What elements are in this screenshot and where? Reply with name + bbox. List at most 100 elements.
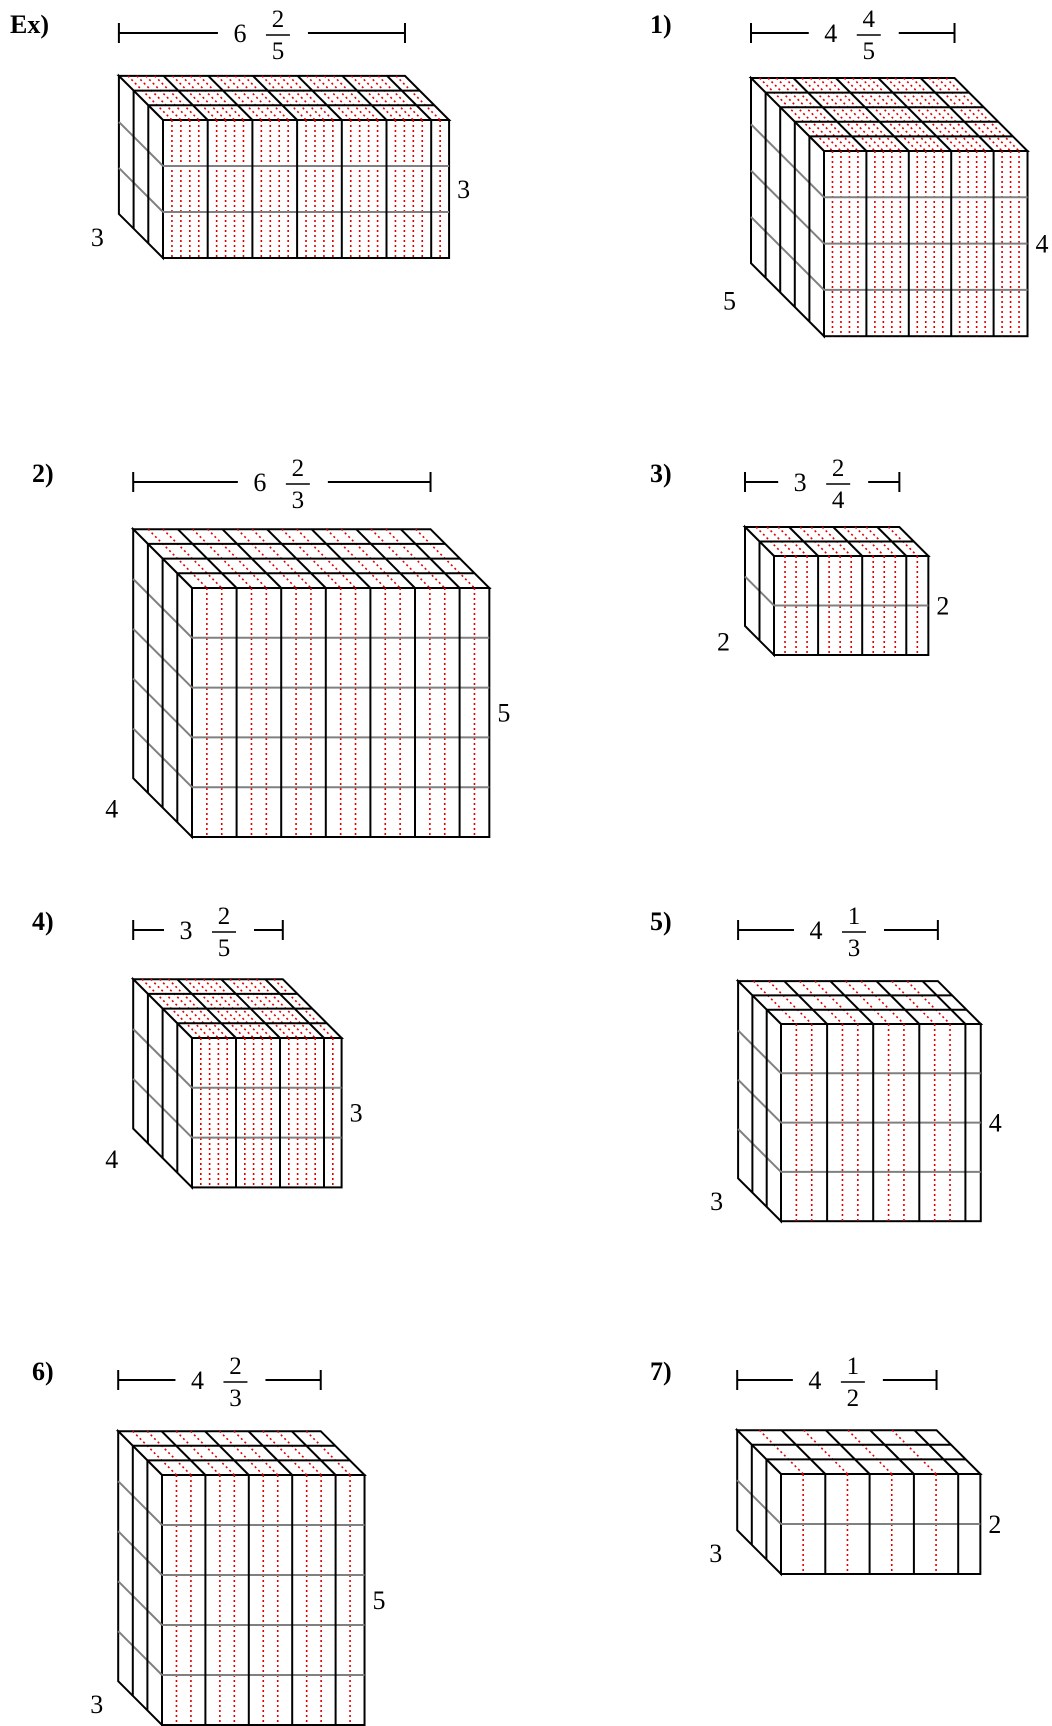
layer-line [117,1480,163,1526]
length-denominator: 3 [229,1385,242,1412]
fraction-guide [198,75,245,121]
fraction-guide [843,77,918,152]
fraction-guide [903,77,978,152]
length-denominator: 3 [848,935,861,962]
unit-line [247,1430,293,1476]
fraction-guide [145,75,191,121]
height-label: 2 [988,1510,1001,1539]
depth-label: 3 [709,1539,722,1568]
height-label: 5 [373,1586,386,1615]
depth-label: 5 [723,287,736,316]
fraction-guide [136,75,182,121]
unit-line [162,75,209,121]
depth-label: 3 [710,1187,723,1216]
layer-line [750,169,825,245]
rectangular-prism [130,976,345,1190]
fraction-guide [146,1430,192,1476]
fraction-guide [768,980,813,1025]
fraction-guide [261,75,307,121]
fraction-guide [368,75,414,121]
fraction-guide [270,75,316,121]
depth-label: 2 [717,628,730,657]
fraction-guide [276,1430,322,1476]
rectangular-prism [742,524,931,658]
fraction-guide [127,75,173,121]
unit-line [869,1429,915,1475]
length-denominator: 3 [292,487,305,514]
fraction-guide [869,77,944,152]
fraction-guide [809,77,884,152]
fraction-guide [911,77,986,152]
fraction-guide [377,75,423,121]
length-denominator: 2 [847,1385,860,1412]
layer-line [117,1580,163,1626]
length-denominator: 5 [272,38,285,65]
rectangular-prism [116,73,452,261]
fraction-guide [305,1430,351,1476]
layer-line [736,1479,782,1525]
fraction-guide [350,75,397,121]
fraction-guide [801,77,876,152]
rectangular-prism [734,1427,983,1577]
length-numerator: 4 [863,6,876,33]
fraction-guide [767,77,842,152]
fraction-guide [758,77,834,152]
fraction-guide [906,980,951,1025]
fraction-guide [891,980,936,1025]
unit-line [921,980,967,1025]
unit-line [829,980,874,1025]
height-label: 3 [350,1099,363,1128]
problem-label: 2) [32,459,54,488]
unit-line [386,75,432,121]
unit-line [825,1429,871,1475]
unit-line [919,77,995,152]
fraction-guide [233,1430,279,1476]
fraction-guide [860,77,935,152]
unit-line [252,75,298,121]
layer-line [117,1530,163,1576]
length-numerator: 2 [218,903,231,930]
problem-label: 6) [32,1357,54,1386]
length-denominator: 4 [832,487,845,514]
fraction-guide [359,75,405,121]
length-numerator: 2 [229,1353,242,1380]
fraction-guide [818,77,893,152]
fraction-guide [775,77,851,152]
fraction-guide [752,980,797,1025]
fraction-guide [847,1429,893,1475]
problem-label: 5) [650,907,672,936]
layer-line [750,216,825,291]
length-whole: 6 [233,19,246,48]
layer-line [737,1029,782,1075]
length-numerator: 1 [848,903,861,930]
fraction-guide [799,980,844,1025]
unit-line [783,980,828,1025]
unit-line [207,75,254,121]
fraction-guide [886,77,961,152]
depth-label: 4 [105,1145,118,1174]
fraction-guide [288,75,334,121]
fraction-guide [332,75,379,121]
unit-line [875,980,921,1025]
fraction-guide [945,77,1020,152]
fraction-guide [814,980,859,1025]
layer-line [117,1630,163,1676]
length-denominator: 5 [218,935,231,962]
problem-label: 7) [650,1357,672,1386]
problem-label: 3) [650,459,672,488]
fraction-guide [936,77,1012,152]
length-whole: 4 [809,916,822,945]
layer-line [118,121,164,167]
height-label: 2 [936,592,949,621]
